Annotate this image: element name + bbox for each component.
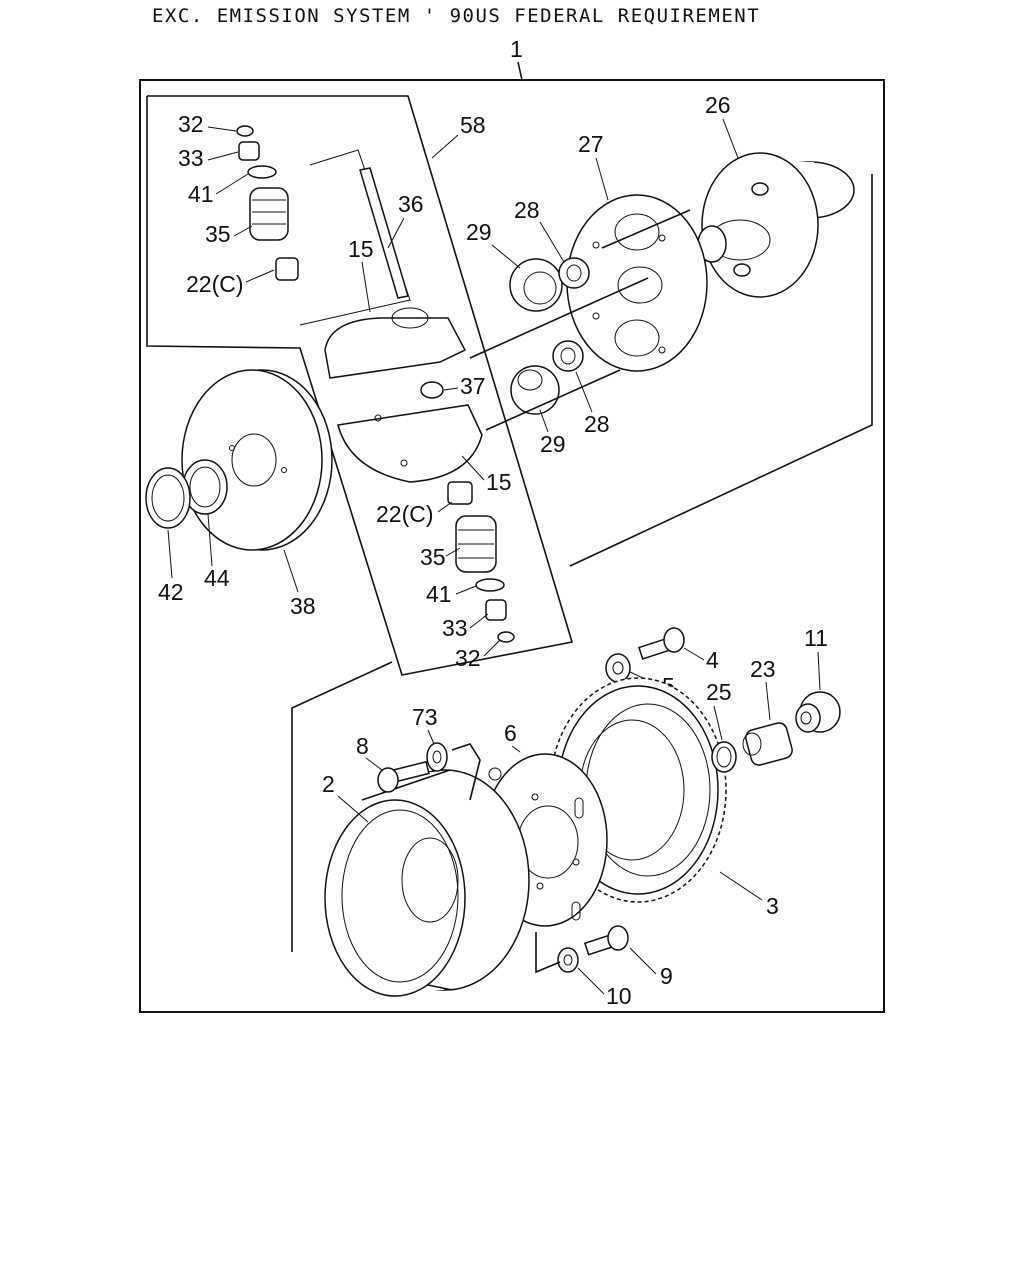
callout-41-lower: 41 — [426, 581, 452, 607]
part-32-upper — [236, 125, 254, 137]
part-5-washer — [605, 653, 631, 683]
part-22c-lower — [447, 481, 473, 505]
assembly-frame — [139, 79, 885, 1013]
part-35-spring-lower — [455, 515, 497, 573]
part-33-lower — [485, 599, 507, 621]
part-23-bushing — [742, 722, 793, 766]
callout-29-upper: 29 — [466, 219, 492, 245]
callout-15-upper: 15 — [348, 236, 374, 262]
callout-25: 25 — [706, 679, 732, 705]
callout-2: 2 — [322, 771, 335, 797]
callout-10: 10 — [606, 983, 632, 1009]
part-28-roller-lower — [552, 340, 584, 372]
callout-15-lower: 15 — [486, 469, 512, 495]
part-35-spring-upper — [249, 187, 289, 241]
callout-26: 26 — [705, 92, 731, 118]
subassembly-frame-58 — [146, 95, 574, 676]
callout-37: 37 — [460, 373, 486, 399]
part-28-roller-upper — [558, 257, 590, 289]
callout-35-lower: 35 — [420, 544, 446, 570]
callout-42: 42 — [158, 579, 184, 605]
callout-29-lower: 29 — [540, 431, 566, 457]
part-8-bolt — [377, 760, 430, 793]
part-22c-upper — [275, 257, 299, 281]
callout-9: 9 — [660, 963, 673, 989]
part-36-pin — [359, 167, 409, 299]
callout-22c-upper: 22(C) — [186, 271, 244, 297]
part-41-upper — [247, 165, 277, 179]
part-37-washer — [420, 381, 444, 399]
callout-4: 4 — [706, 647, 719, 673]
callout-1: 1 — [510, 36, 523, 62]
callout-32-upper: 32 — [178, 111, 204, 137]
callout-3: 3 — [766, 893, 779, 919]
callout-23: 23 — [750, 656, 776, 682]
part-9-bolt — [583, 925, 629, 956]
callout-27: 27 — [578, 131, 604, 157]
part-33-upper — [238, 141, 260, 161]
callout-11: 11 — [804, 625, 828, 651]
part-2-housing — [324, 769, 530, 997]
callout-41-upper: 41 — [188, 181, 214, 207]
part-29-weight-lower — [510, 365, 560, 415]
callout-38: 38 — [290, 593, 316, 619]
callout-33-upper: 33 — [178, 145, 204, 171]
callout-73: 73 — [412, 704, 438, 730]
callout-28-upper: 28 — [514, 197, 540, 223]
callout-35-upper: 35 — [205, 221, 231, 247]
callout-6: 6 — [504, 720, 517, 746]
callout-32-lower: 32 — [455, 645, 481, 671]
part-11-plug — [795, 691, 841, 733]
part-29-weight-upper — [509, 258, 563, 312]
part-32-lower — [497, 631, 515, 643]
part-15-flyweight-upper — [324, 307, 467, 379]
part-42-snap-ring — [145, 467, 191, 529]
part-26-hub — [697, 152, 855, 298]
part-41-lower — [475, 578, 505, 592]
callout-22c-lower: 22(C) — [376, 501, 434, 527]
callout-8: 8 — [356, 733, 369, 759]
callout-36: 36 — [398, 191, 424, 217]
diagram-title: EXC. EMISSION SYSTEM ' 90US FEDERAL REQU… — [152, 5, 760, 27]
callout-58: 58 — [460, 112, 486, 138]
callout-33-lower: 33 — [442, 615, 468, 641]
part-25-snap-ring — [711, 741, 737, 773]
part-73-washer — [426, 742, 448, 772]
part-15-flyweight-lower — [337, 404, 483, 483]
part-4-bolt — [638, 627, 685, 660]
callout-28-lower: 28 — [584, 411, 610, 437]
part-10-washer — [557, 947, 579, 973]
callout-44: 44 — [204, 565, 230, 591]
